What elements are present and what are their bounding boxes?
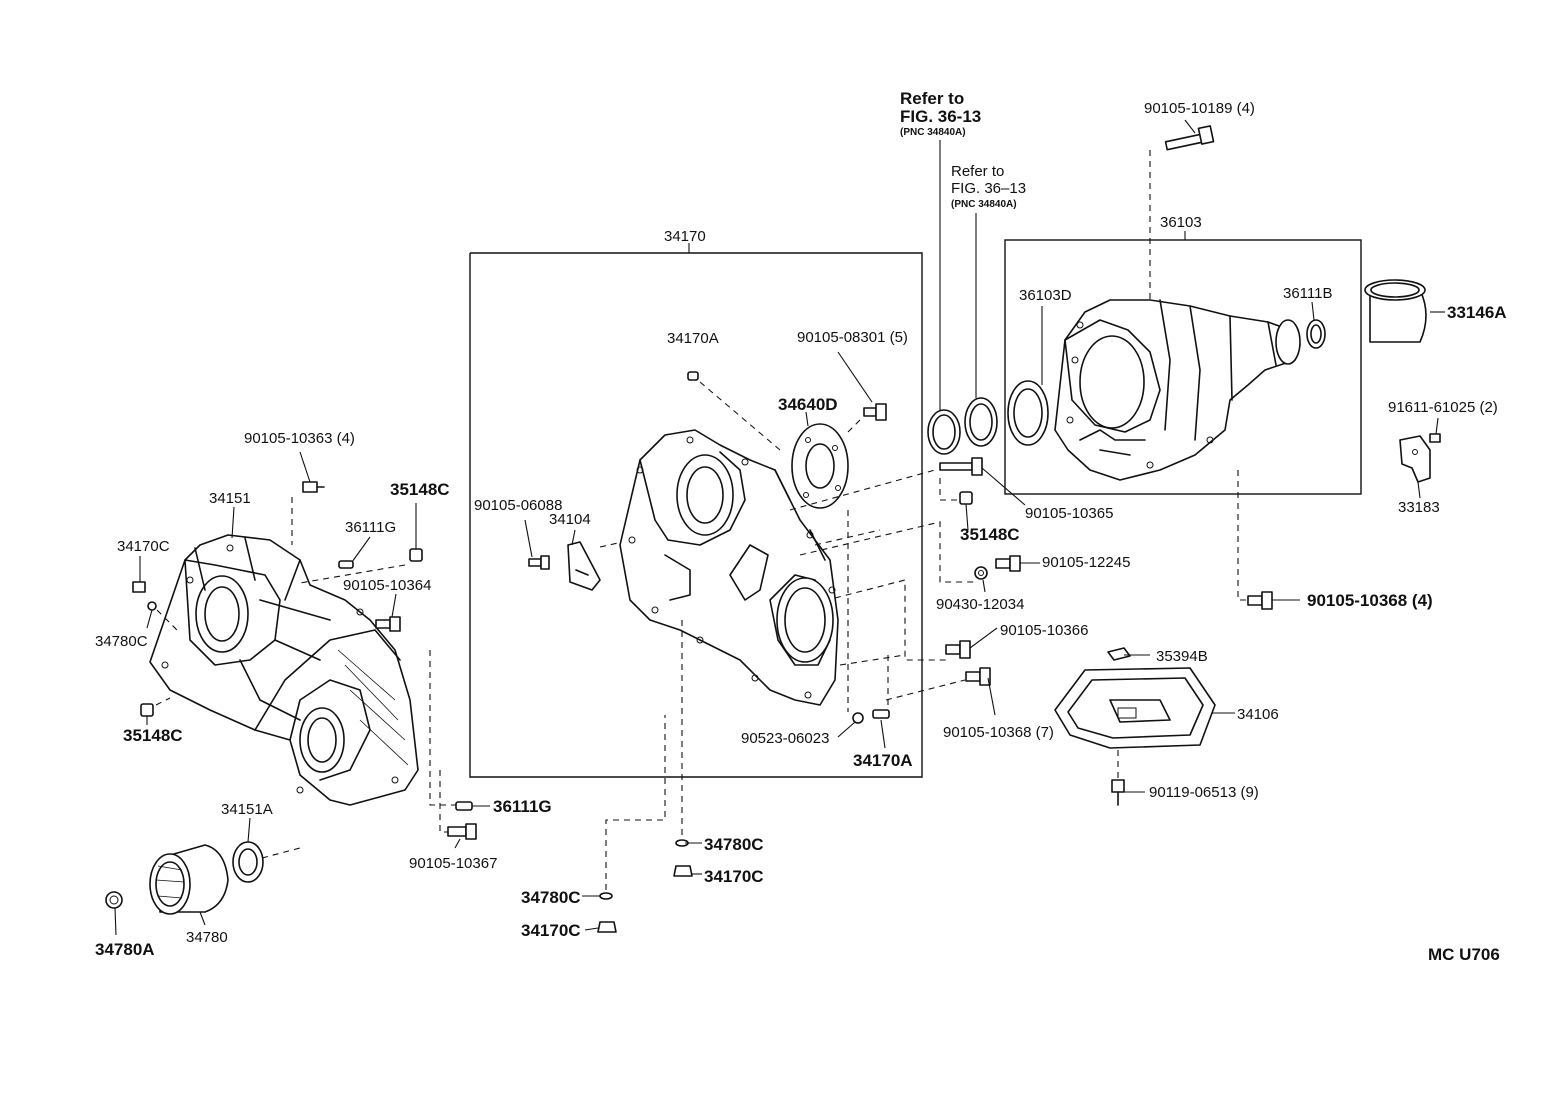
label-90105-10366: 90105-10366 <box>1000 622 1088 639</box>
label-90105-10363: 90105-10363 (4) <box>244 430 355 447</box>
label-35394B: 35394B <box>1156 648 1208 665</box>
label-91611-61025: 91611-61025 (2) <box>1388 399 1498 416</box>
pin-36111G-top <box>338 560 354 569</box>
label-90105-10368-7: 90105-10368 (7) <box>943 724 1054 741</box>
label-refer2-line3: (PNC 34840A) <box>951 199 1017 210</box>
bolt-90105-10364 <box>375 616 401 632</box>
washer-90430-12034 <box>974 566 988 580</box>
extension-34780 <box>149 844 229 915</box>
pin-36111G-bot <box>429 650 473 811</box>
label-90105-10365: 90105-10365 <box>1025 505 1113 522</box>
label-90105-12245: 90105-12245 <box>1042 554 1130 571</box>
cover-34640D <box>791 423 849 509</box>
label-36103: 36103 <box>1160 214 1202 231</box>
label-35148C-right: 35148C <box>960 525 1020 544</box>
label-34780: 34780 <box>186 929 228 946</box>
oil-pan-34106 <box>1054 667 1216 749</box>
bolt-90105-10366 <box>945 627 998 659</box>
magnet-35394B <box>1107 647 1131 661</box>
bolt-90119-06513 <box>1111 750 1125 806</box>
group-box-36103 <box>1004 231 1362 495</box>
plug-34170C-low <box>597 921 617 933</box>
label-35148C-left: 35148C <box>123 726 183 745</box>
pin-34170A-top <box>687 371 781 451</box>
label-35148C-top: 35148C <box>390 480 450 499</box>
label-34780A: 34780A <box>95 940 155 959</box>
label-34106: 34106 <box>1237 706 1279 723</box>
part-labels: 34170 34170A 90105-08301 (5) 34640D 9010… <box>95 89 1507 964</box>
bolt-90105-10363 <box>291 481 325 545</box>
bolt-91611-61025 <box>1429 433 1441 443</box>
label-33146A: 33146A <box>1447 303 1507 322</box>
label-refer1-line3: (PNC 34840A) <box>900 127 966 138</box>
gasket-34780C-low <box>599 715 666 900</box>
label-34104: 34104 <box>549 511 591 528</box>
label-refer2-line2: FIG. 36–13 <box>951 180 1026 197</box>
pin-34170A-bot <box>872 655 890 719</box>
seal-refer-1 <box>927 140 961 455</box>
label-refer2-line1: Refer to <box>951 163 1004 180</box>
group-box-34170 <box>469 243 923 778</box>
label-33183: 33183 <box>1398 499 1440 516</box>
label-34780C-mid: 34780C <box>704 835 764 854</box>
nut-35148C-left <box>140 697 171 717</box>
gasket-34780C-mid <box>675 620 689 847</box>
bolt-90105-06088 <box>528 555 550 570</box>
nut-35148C-right <box>939 478 973 505</box>
extension-housing-36103 <box>1054 299 1301 481</box>
label-36103D: 36103D <box>1019 287 1072 304</box>
label-34780C-left: 34780C <box>95 633 148 650</box>
bolt-90105-10365 <box>939 457 1026 506</box>
bolt-90105-12245 <box>995 555 1040 572</box>
dust-cover-33146A <box>1364 279 1445 343</box>
label-refer1-line1: Refer to <box>900 89 964 108</box>
label-90105-10368-4: 90105-10368 (4) <box>1307 591 1433 610</box>
label-34151A: 34151A <box>221 801 273 818</box>
bolt-90105-10368-4 <box>1237 470 1273 610</box>
plug-34170C-left <box>132 581 146 593</box>
label-36111B: 36111B <box>1283 285 1333 302</box>
label-34170C-mid: 34170C <box>704 867 764 886</box>
label-36111G-top: 36111G <box>345 519 396 536</box>
plate-34104 <box>567 541 619 591</box>
label-90119-06513: 90119-06513 (9) <box>1149 784 1259 801</box>
transfer-case-center-34170 <box>619 429 839 706</box>
label-refer1-line2: FIG. 36-13 <box>900 107 981 126</box>
plug-34170C-mid <box>673 865 693 877</box>
seal-refer-2 <box>964 213 998 447</box>
label-90105-10189: 90105-10189 (4) <box>1144 100 1255 117</box>
nut-34780A <box>105 891 123 909</box>
label-34640D: 34640D <box>778 395 838 414</box>
leader-lines <box>114 351 1439 936</box>
transfer-case-front-34151 <box>149 534 419 806</box>
label-34780C-low: 34780C <box>521 888 581 907</box>
seal-36103D <box>1007 306 1049 446</box>
label-90105-10364: 90105-10364 <box>343 577 431 594</box>
bracket-33183 <box>1399 435 1431 483</box>
bolt-90105-10189 <box>1149 119 1215 300</box>
bolt-90105-10367 <box>439 770 477 840</box>
label-34170: 34170 <box>664 228 706 245</box>
seal-36111B <box>1306 301 1326 349</box>
label-34170A-bot: 34170A <box>853 751 913 770</box>
seal-34151A <box>232 841 301 883</box>
label-90105-08301: 90105-08301 (5) <box>797 329 908 346</box>
label-34170C-low: 34170C <box>521 921 581 940</box>
label-36111G-bot: 36111G <box>493 797 552 816</box>
label-34151: 34151 <box>209 490 251 507</box>
label-34170A-top: 34170A <box>667 330 719 347</box>
figure-code: MC U706 <box>1428 945 1500 964</box>
bolt-90105-10368-7 <box>965 667 991 686</box>
label-90105-10367: 90105-10367 <box>409 855 497 872</box>
label-90523-06023: 90523-06023 <box>741 730 829 747</box>
label-90430-12034: 90430-12034 <box>936 596 1024 613</box>
label-34170C-left: 34170C <box>117 538 170 555</box>
center-right-dashed-leaders <box>789 469 975 701</box>
bolt-90105-08301 <box>844 403 887 436</box>
label-90105-06088: 90105-06088 <box>474 497 562 514</box>
